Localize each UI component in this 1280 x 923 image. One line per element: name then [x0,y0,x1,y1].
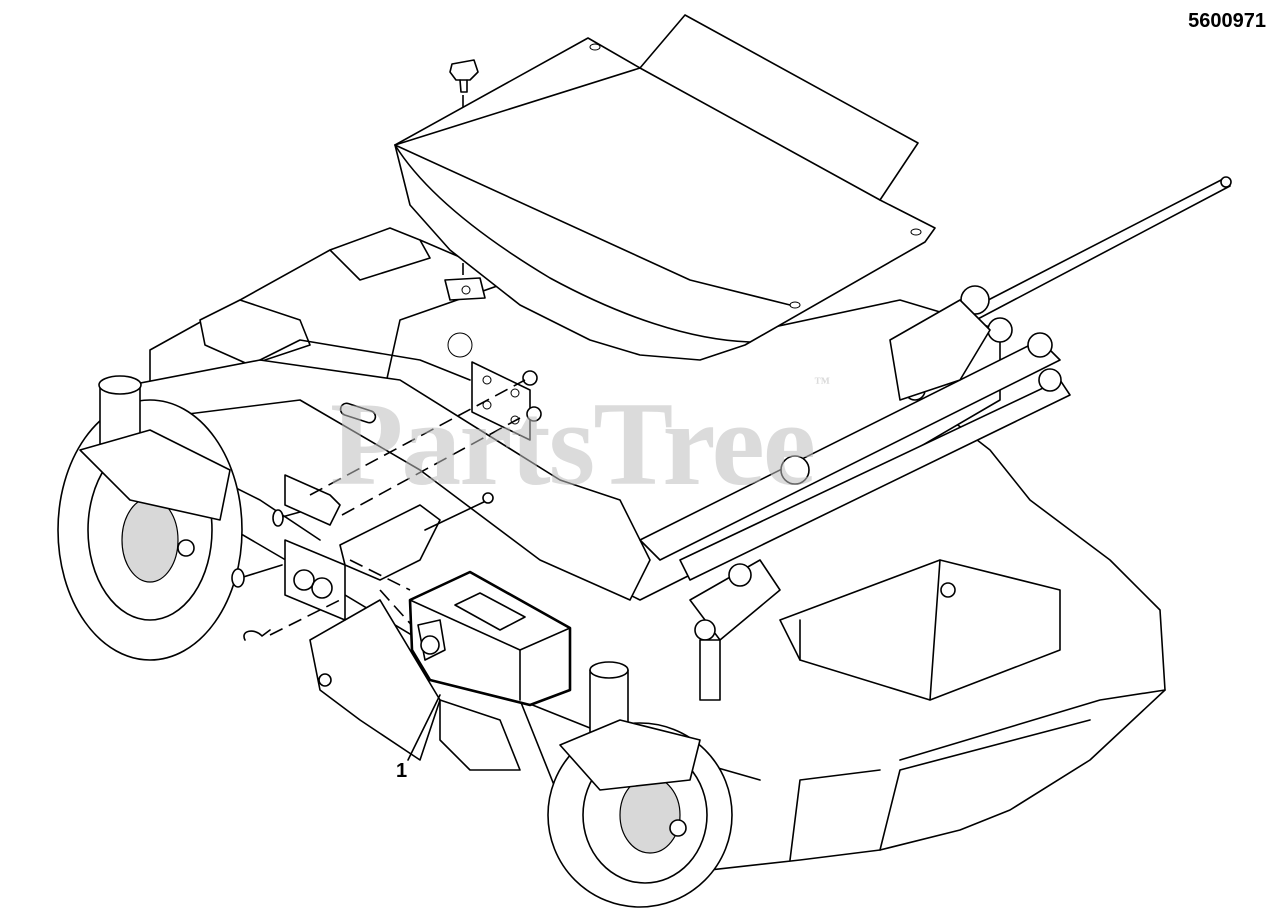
diagram-part-number: 5600971 [1188,10,1266,32]
knob-fastener [444,59,486,301]
right-caster-wheel [547,661,733,908]
front-frame-arm [129,339,651,601]
callout-label-1[interactable]: 1 [396,760,408,782]
front-weight-block [408,570,572,707]
deck-cover-shield [394,14,936,361]
left-caster-wheel [57,375,243,661]
lift-arm-assembly [639,176,1232,701]
front-hitch-bracket [309,599,521,771]
callout-leader-line [407,694,441,761]
mounting-plate-hardware [231,361,542,641]
